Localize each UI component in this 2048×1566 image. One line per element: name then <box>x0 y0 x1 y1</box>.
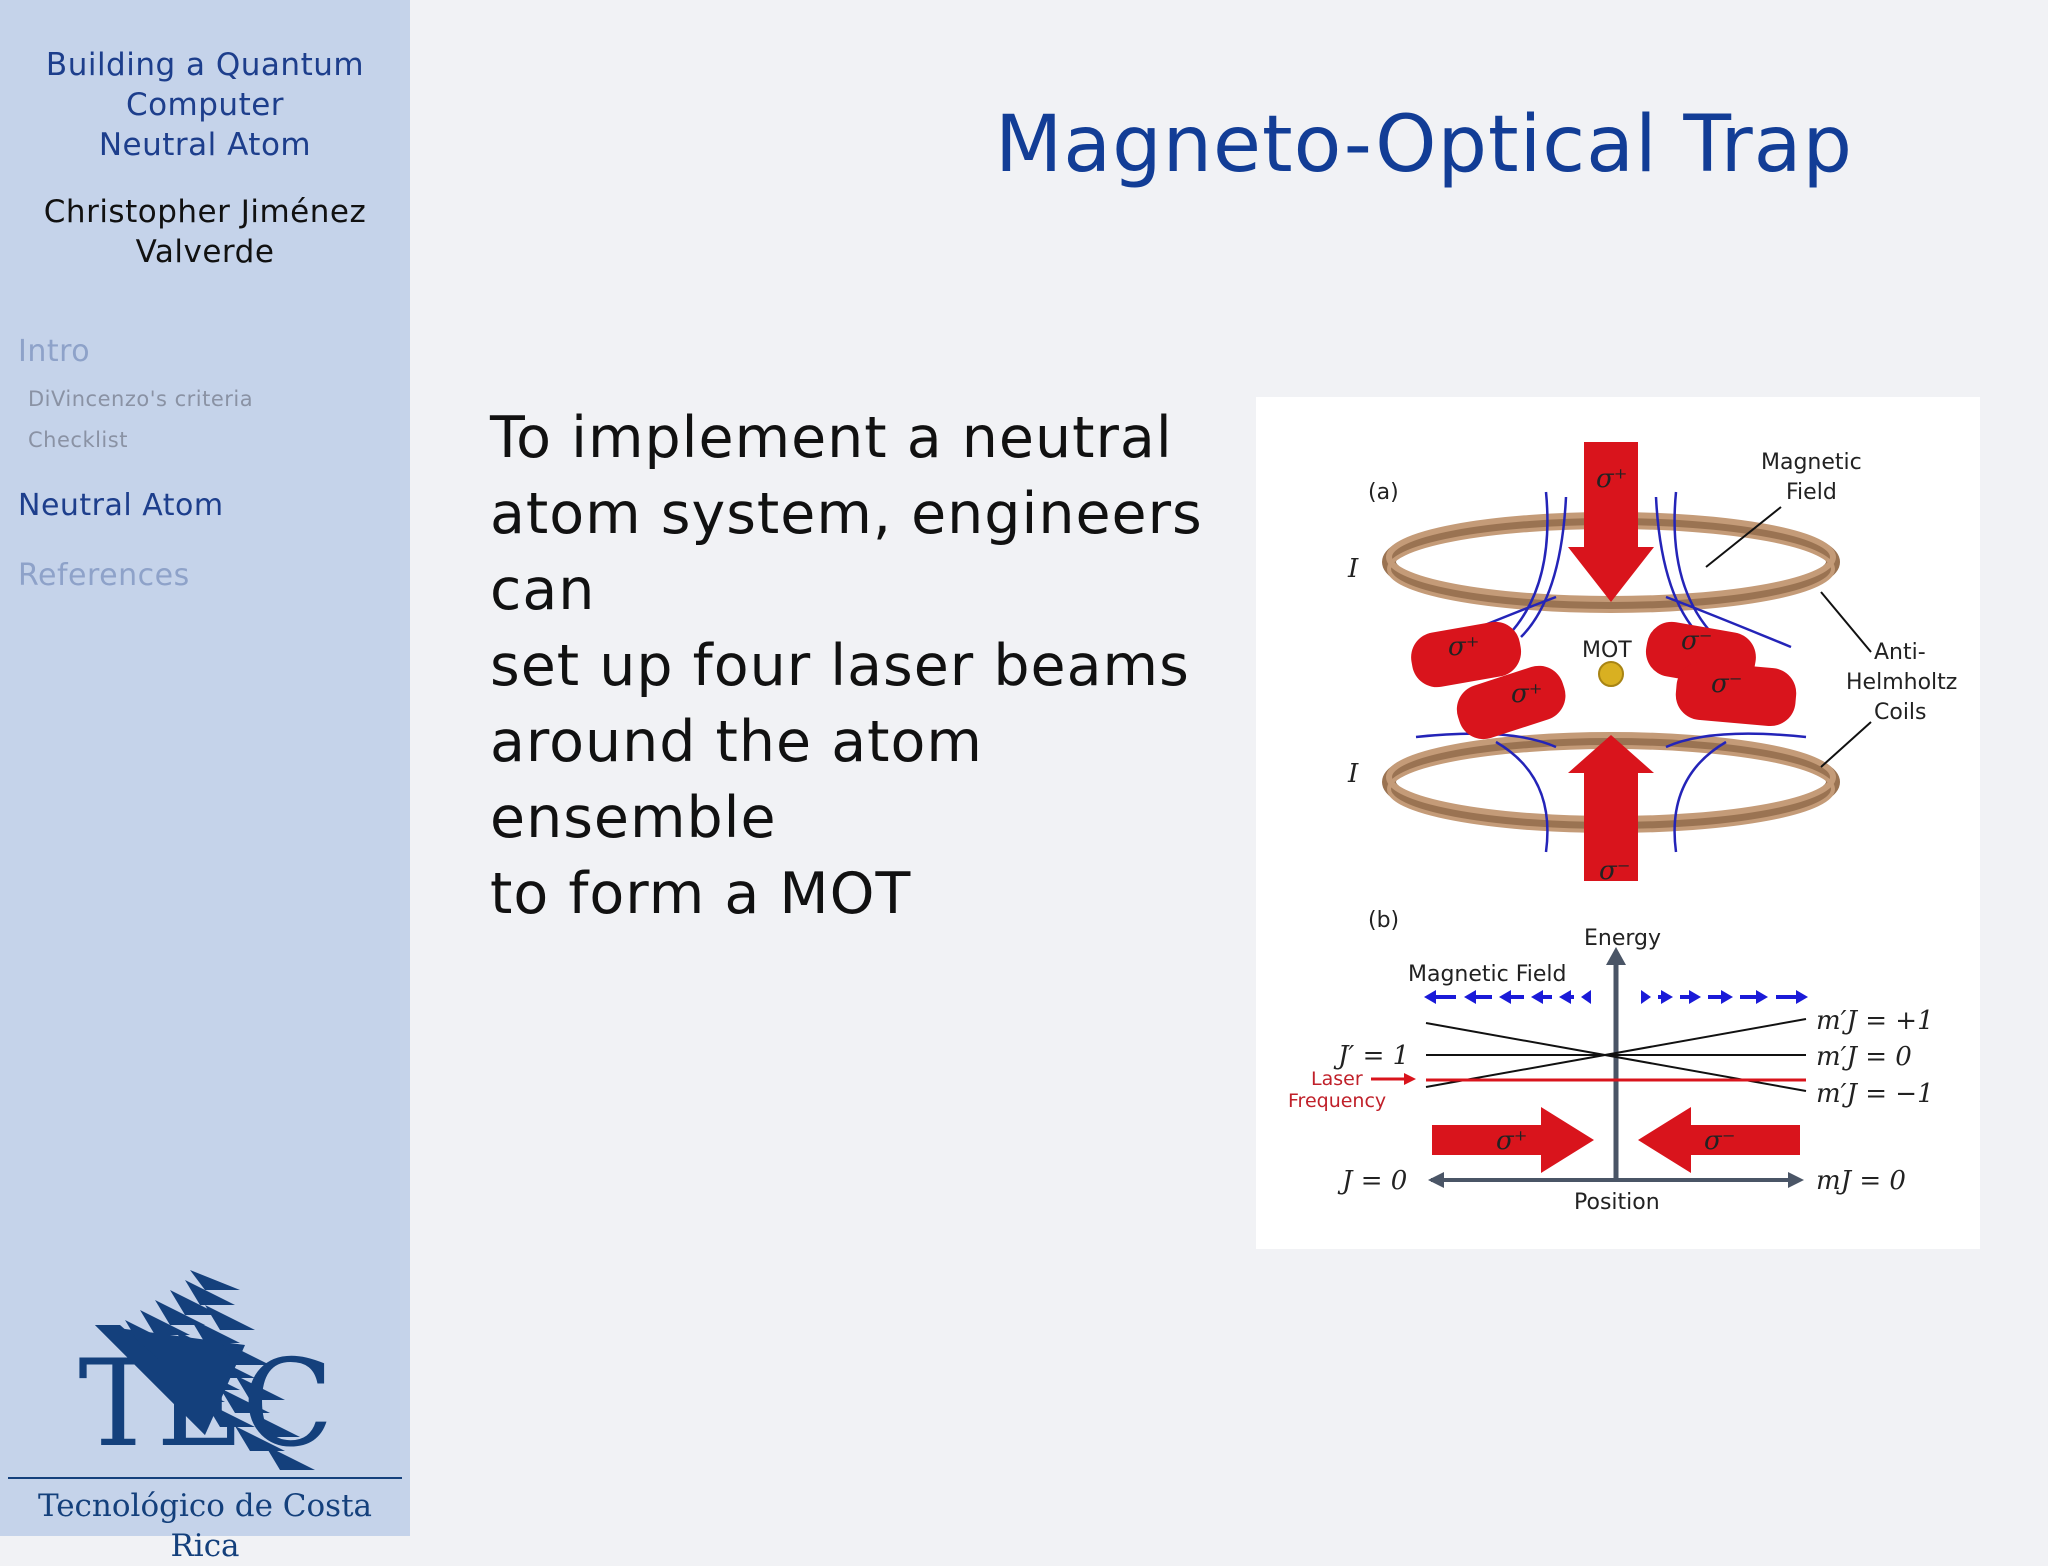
nav-subsection-checklist[interactable]: Checklist <box>28 428 128 452</box>
nav-section-intro[interactable]: Intro <box>18 334 91 369</box>
coils-label-1: Anti- <box>1874 640 1926 665</box>
level-minus-one: m′J = −1 <box>1816 1079 1934 1109</box>
logo-subtitle: Tecnológico de Costa Rica <box>37 1488 373 1564</box>
sigma-plus-arrow-icon <box>1432 1107 1594 1173</box>
coils-pointer-top <box>1820 591 1872 653</box>
position-axis-label: Position <box>1574 1190 1660 1215</box>
laser-label-2: Frequency <box>1288 1090 1386 1112</box>
sigma-plus-b: σ⁺ <box>1496 1126 1527 1156</box>
tec-logo-icon <box>95 1270 315 1470</box>
mot-label: MOT <box>1582 638 1632 663</box>
sigma-right-2: σ⁻ <box>1711 669 1742 699</box>
magnetic-field-label-1: Magnetic <box>1761 450 1862 475</box>
coils-label-2: Helmholtz <box>1846 670 1957 695</box>
sigma-top: σ⁺ <box>1596 464 1627 494</box>
laser-label-1: Laser <box>1311 1068 1363 1090</box>
presentation-title-line-1: Building a Quantum <box>45 47 365 83</box>
nav-subsection-divincenzo[interactable]: DiVincenzo's criteria <box>28 387 254 411</box>
sigma-minus-arrow-icon <box>1638 1107 1800 1173</box>
magnetic-field-b-label: Magnetic Field <box>1408 962 1567 987</box>
laser-pointer-head <box>1404 1073 1416 1085</box>
slide-title: Magneto-Optical Trap <box>995 100 1853 190</box>
presentation-title-line-2: Computer <box>125 87 285 123</box>
author-line-2: Valverde <box>135 234 275 270</box>
body-line-4: around the atom ensemble <box>490 709 983 851</box>
energy-axis-label: Energy <box>1584 926 1661 951</box>
energy-axis-arrow <box>1606 947 1626 965</box>
presentation-title-line-3: Neutral Atom <box>98 127 312 163</box>
panel-b-label: (b) <box>1368 908 1399 933</box>
body-line-3: set up four laser beams <box>490 633 1190 699</box>
vertical-beam-top <box>1568 442 1654 602</box>
level-zero: m′J = 0 <box>1816 1042 1912 1072</box>
sigma-minus-b: σ⁻ <box>1704 1126 1735 1156</box>
sigma-right-1: σ⁻ <box>1681 626 1712 656</box>
position-axis-arrow-left <box>1428 1172 1444 1188</box>
atom-cloud-icon <box>1598 661 1624 687</box>
slide-body: To implement a neutral atom system, engi… <box>490 400 1250 932</box>
sigma-bottom: σ⁻ <box>1599 856 1630 886</box>
position-axis-arrow-right <box>1788 1172 1804 1188</box>
coils-label-3: Coils <box>1874 700 1927 725</box>
vertical-beam-bottom <box>1568 735 1654 881</box>
logo-wordmark: TEC <box>78 1335 333 1474</box>
nav-section-references[interactable]: References <box>18 558 190 593</box>
ground-level: mJ = 0 <box>1816 1166 1906 1196</box>
current-label-top: I <box>1347 554 1359 584</box>
horizontal-beams <box>1411 621 1797 740</box>
body-line-1: To implement a neutral <box>490 405 1173 471</box>
level-plus-one: m′J = +1 <box>1816 1006 1934 1036</box>
sigma-left-2: σ⁺ <box>1511 679 1542 709</box>
body-line-5: to form a MOT <box>490 861 912 927</box>
mot-diagram: (a) <box>1288 442 1957 1215</box>
logo-divider <box>8 1477 402 1479</box>
j-prime-label: J′ = 1 <box>1333 1041 1409 1071</box>
j-label: J = 0 <box>1337 1166 1407 1196</box>
field-pointer <box>1705 506 1782 568</box>
magnetic-field-label-2: Field <box>1786 480 1837 505</box>
sidebar: Building a Quantum Computer Neutral Atom… <box>0 0 410 1564</box>
coils-pointer-bottom <box>1820 721 1872 768</box>
sigma-left-1: σ⁺ <box>1448 632 1479 662</box>
author-line-1: Christopher Jiménez <box>43 194 367 230</box>
nav-section-neutral-atom[interactable]: Neutral Atom <box>18 488 224 523</box>
field-arrowheads <box>1424 990 1808 1004</box>
current-label-bottom: I <box>1347 759 1359 789</box>
body-line-2: atom system, engineers can <box>490 481 1203 623</box>
panel-a-label: (a) <box>1368 480 1399 505</box>
mot-figure: (a) <box>1256 397 1980 1249</box>
